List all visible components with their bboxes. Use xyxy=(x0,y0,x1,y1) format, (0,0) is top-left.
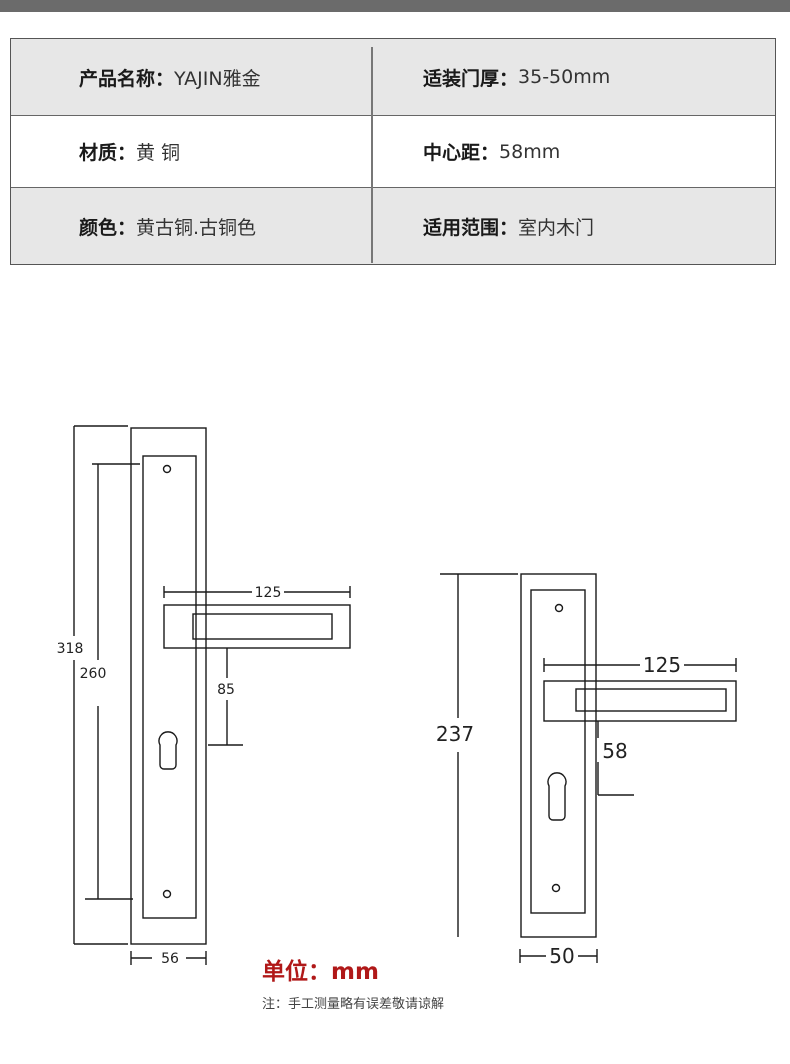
spec-label: 适用范围： xyxy=(423,216,519,239)
dim-label-handle-to-keyhole: 85 xyxy=(217,682,235,698)
spec-cell-color: 颜色： 黄古铜.古铜色 xyxy=(79,188,256,264)
handle-inner xyxy=(575,688,727,712)
handle-inner xyxy=(192,613,333,640)
spec-row: 颜色： 黄古铜.古铜色 适用范围： 室内木门 xyxy=(11,188,775,264)
spec-label: 适装门厚： xyxy=(423,67,519,90)
footnote: 注：手工测量略有误差敬请谅解 xyxy=(262,997,445,1012)
top-bar xyxy=(0,0,790,12)
spec-value: 58mm xyxy=(499,140,561,163)
screw-hole-icon xyxy=(162,464,172,474)
dim-label-hole-spacing: 260 xyxy=(80,666,107,682)
spec-row: 材质： 黄 铜 中心距： 58mm xyxy=(11,116,775,188)
short-plate-inner xyxy=(530,589,586,914)
dim-label-overall-height: 237 xyxy=(436,722,474,746)
keyhole-icon xyxy=(547,772,567,821)
column-divider xyxy=(371,47,373,263)
long-plate-inner xyxy=(142,455,197,919)
long-handle xyxy=(163,604,351,649)
short-plate-outer xyxy=(520,573,597,938)
spec-table: 产品名称： YAJIN雅金 适装门厚： 35-50mm 材质： 黄 铜 中心距：… xyxy=(10,38,776,265)
spec-value: 黄古铜.古铜色 xyxy=(136,216,257,239)
spec-value: 35-50mm xyxy=(518,66,611,88)
dim-label-width: 50 xyxy=(549,944,574,968)
keyhole-icon xyxy=(158,731,178,770)
spec-cell-product-name: 产品名称： YAJIN雅金 xyxy=(79,39,261,115)
dim-label-handle-to-keyhole: 58 xyxy=(602,739,627,763)
short-plate xyxy=(520,573,597,938)
screw-hole-icon xyxy=(162,889,172,899)
handle-outer xyxy=(163,604,351,649)
spec-label: 材质： xyxy=(79,142,137,164)
dim-label-handle-length: 125 xyxy=(255,585,282,601)
spec-label: 产品名称： xyxy=(79,67,175,90)
screw-hole-icon xyxy=(554,603,564,613)
spec-label: 颜色： xyxy=(79,216,137,239)
long-plate-outer xyxy=(130,427,207,945)
screw-hole-icon xyxy=(551,883,561,893)
handle-outer xyxy=(543,680,737,722)
dim-label-overall-height: 318 xyxy=(57,641,84,657)
spec-cell-material: 材质： 黄 铜 xyxy=(79,116,180,187)
spec-cell-scope: 适用范围： 室内木门 xyxy=(423,188,594,264)
spec-value: 室内木门 xyxy=(518,216,595,239)
dim-label-handle-length: 125 xyxy=(643,653,681,677)
spec-cell-door-thickness: 适装门厚： 35-50mm xyxy=(423,39,610,115)
spec-cell-center-distance: 中心距： 58mm xyxy=(423,116,560,187)
spec-label: 中心距： xyxy=(423,142,500,164)
spec-value: YAJIN雅金 xyxy=(174,67,261,90)
unit-note: 单位：mm xyxy=(262,959,379,985)
spec-row: 产品名称： YAJIN雅金 适装门厚： 35-50mm xyxy=(11,39,775,116)
long-plate xyxy=(130,427,207,945)
short-handle xyxy=(543,680,737,722)
spec-value: 黄 铜 xyxy=(136,142,181,164)
dim-label-width: 56 xyxy=(161,951,179,967)
